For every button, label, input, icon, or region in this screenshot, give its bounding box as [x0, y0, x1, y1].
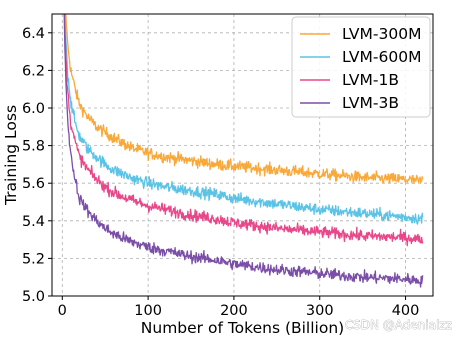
- x-tick-label: 400: [392, 303, 420, 319]
- y-tick-label: 5.2: [22, 251, 45, 267]
- legend-box: [291, 16, 431, 118]
- y-tick-label: 5.4: [22, 214, 45, 230]
- legend-label: LVM-300M: [342, 25, 421, 43]
- x-axis-label: Number of Tokens (Billion): [141, 319, 344, 337]
- legend-label: LVM-600M: [342, 48, 421, 66]
- grid-lines: [52, 14, 433, 297]
- series-line-lvm-600m: [64, 14, 424, 225]
- y-tick-label: 6.0: [22, 101, 45, 117]
- legend-label: LVM-1B: [342, 71, 399, 89]
- y-tick-label: 6.2: [22, 63, 45, 79]
- y-axis-label: Training Loss: [2, 105, 20, 206]
- x-tick-label: 100: [134, 303, 162, 319]
- series-line-lvm-300m: [65, 14, 424, 184]
- x-tick-label: 200: [220, 303, 248, 319]
- x-axis-ticks: 0 100 200 300 400: [58, 296, 420, 319]
- y-axis-ticks: 5.0 5.2 5.4 5.6 5.8 6.0 6.2 6.4: [22, 26, 52, 305]
- x-tick-label: 300: [306, 303, 334, 319]
- series-line-lvm-3b: [63, 14, 424, 288]
- y-tick-label: 5.6: [22, 176, 45, 192]
- legend: LVM-300M LVM-600M LVM-1B LVM-3B: [291, 16, 431, 118]
- x-tick-label: 0: [58, 303, 67, 319]
- series-line-lvm-1b: [63, 14, 424, 247]
- watermark-text: CSDN @Adenialzz: [345, 318, 452, 332]
- y-tick-label: 6.4: [22, 26, 45, 42]
- y-tick-label: 5.8: [22, 139, 45, 155]
- plot-frame: [51, 13, 434, 297]
- legend-label: LVM-3B: [342, 94, 399, 112]
- y-tick-label: 5.0: [22, 289, 45, 305]
- series-lines: [63, 14, 424, 288]
